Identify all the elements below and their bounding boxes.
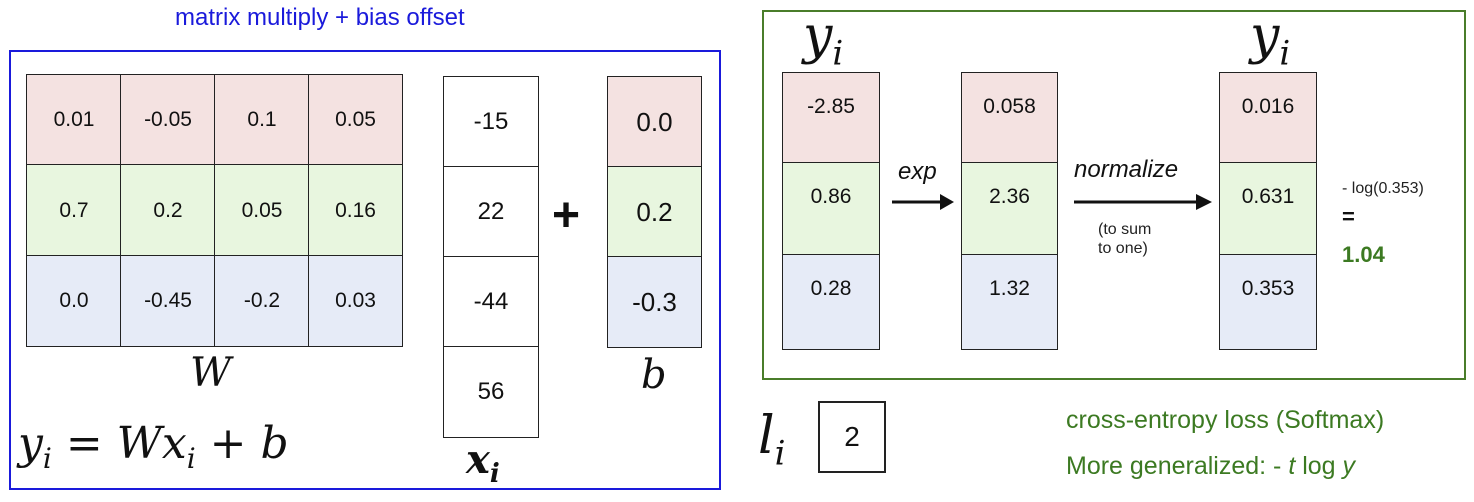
- w-cell: -0.2: [214, 255, 310, 347]
- x-cell: -44: [443, 256, 539, 348]
- w-cell: 0.16: [308, 164, 403, 257]
- normalize-arrow-icon: [1074, 194, 1212, 210]
- exp-cell: 0.058: [961, 72, 1058, 164]
- b-cell: -0.3: [607, 256, 702, 348]
- linear-score-frame: [9, 50, 721, 490]
- exp-arrow-icon: [892, 194, 954, 210]
- w-cell: -0.05: [120, 74, 216, 166]
- w-cell: 0.7: [26, 164, 122, 257]
- x-cell: 56: [443, 346, 539, 438]
- w-cell: 0.03: [308, 255, 403, 347]
- b-cell: 0.0: [607, 76, 702, 168]
- scores-label: yi: [803, 6, 844, 74]
- w-cell: 0.05: [308, 74, 403, 166]
- exp-cell: 1.32: [961, 254, 1058, 350]
- loss-expression: - log(0.353): [1342, 180, 1424, 197]
- plus-sign: +: [552, 189, 581, 242]
- diagram-title: matrix multiply + bias offset: [175, 4, 465, 31]
- prob-cell: 0.353: [1219, 254, 1317, 350]
- exp-label: exp: [898, 158, 937, 185]
- x-cell: -15: [443, 76, 539, 168]
- loss-equals: =: [1342, 204, 1355, 229]
- w-label: W: [190, 350, 232, 396]
- loss-caption: cross-entropy loss (Softmax): [1066, 406, 1385, 434]
- prob-cell: 0.016: [1219, 72, 1317, 164]
- b-cell: 0.2: [607, 166, 702, 258]
- probs-label: y ^ i: [1250, 0, 1291, 74]
- generalized-caption: More generalized: - t log y: [1066, 452, 1356, 480]
- x-cell: 22: [443, 166, 539, 258]
- w-cell: 0.2: [120, 164, 216, 257]
- w-cell: 0.0: [26, 255, 122, 347]
- b-label: b: [641, 352, 667, 398]
- w-cell: 0.05: [214, 164, 310, 257]
- x-label: xi: [466, 436, 500, 489]
- linear-equation: yi = Wxi + b: [18, 418, 289, 475]
- label-value-box: 2: [818, 401, 886, 473]
- score-cell: -2.85: [782, 72, 880, 164]
- w-cell: 0.01: [26, 74, 122, 166]
- score-cell: 0.86: [782, 162, 880, 256]
- softmax-frame: [762, 10, 1466, 380]
- score-cell: 0.28: [782, 254, 880, 350]
- prob-cell: 0.631: [1219, 162, 1317, 256]
- w-cell: -0.45: [120, 255, 216, 347]
- loss-value: 1.04: [1342, 242, 1385, 267]
- exp-cell: 2.36: [961, 162, 1058, 256]
- normalize-label: normalize: [1074, 156, 1179, 183]
- label-symbol: li: [758, 406, 786, 474]
- normalize-note: (to sum to one): [1098, 221, 1152, 257]
- w-cell: 0.1: [214, 74, 310, 166]
